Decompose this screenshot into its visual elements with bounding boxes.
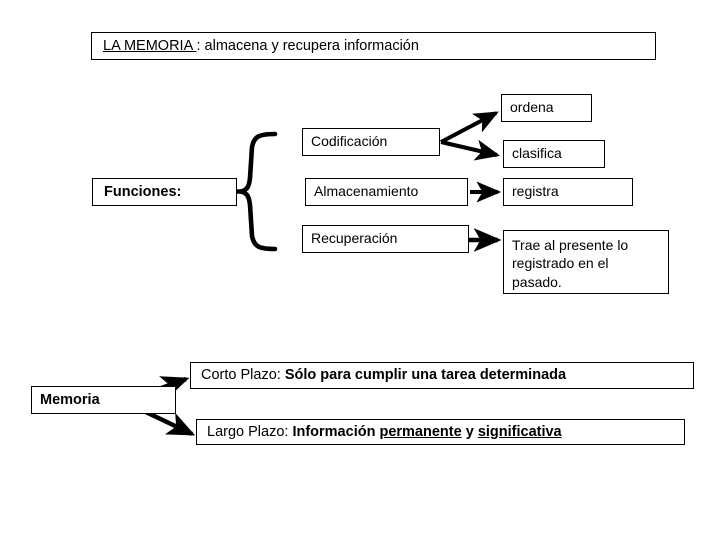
largo-plazo-box: Largo Plazo: Información permanente y si… [196,419,685,445]
codificacion-box: Codificación [302,128,440,156]
largo-plazo-text: Largo Plazo: Información permanente y si… [197,420,684,442]
registra-label: registra [512,183,559,199]
title-underlined-lead: LA MEMORIA [103,38,197,54]
arrow-codificacion-to-clasifica [440,139,501,161]
largo-plazo-connector: y [465,424,474,440]
codificacion-label: Codificación [311,133,388,149]
recuperacion-box: Recuperación [302,225,469,253]
largo-plazo-part1: Información [292,424,376,440]
ordena-box: ordena [501,94,592,122]
almacenamiento-box: Almacenamiento [305,178,468,206]
ordena-label: ordena [510,99,554,115]
largo-plazo-lead: Largo Plazo: [207,424,289,440]
title-box: LA MEMORIA : almacena y recupera informa… [91,32,656,60]
clasifica-label: clasifica [512,145,562,161]
trae-al-presente-text: Trae al presente lo registrado en el pas… [512,237,629,290]
corto-plazo-lead: Corto Plazo: [201,367,281,383]
corto-plazo-box: Corto Plazo: Sólo para cumplir una tarea… [190,362,694,389]
recuperacion-label: Recuperación [311,230,398,246]
registra-box: registra [503,178,633,206]
title-text: LA MEMORIA : almacena y recupera informa… [92,33,655,56]
corto-plazo-emphasis: Sólo para cumplir una tarea determinada [284,367,567,383]
memoria-label-text: Memoria [40,392,100,408]
almacenamiento-label: Almacenamiento [314,183,419,199]
memoria-label-box: Memoria [31,386,176,414]
funciones-label-text: Funciones: [104,184,182,200]
funciones-label-box: Funciones: [92,178,237,206]
arrow-codificacion-to-ordena [440,111,499,144]
largo-plazo-underlined-permanente: permanente [379,424,462,440]
left-curly-brace-icon [238,131,278,252]
clasifica-box: clasifica [503,140,605,168]
corto-plazo-text: Corto Plazo: Sólo para cumplir una tarea… [191,363,693,385]
largo-plazo-underlined-significativa: significativa [477,424,562,440]
trae-al-presente-box: Trae al presente lo registrado en el pas… [503,230,669,294]
title-rest: : almacena y recupera información [196,38,419,54]
